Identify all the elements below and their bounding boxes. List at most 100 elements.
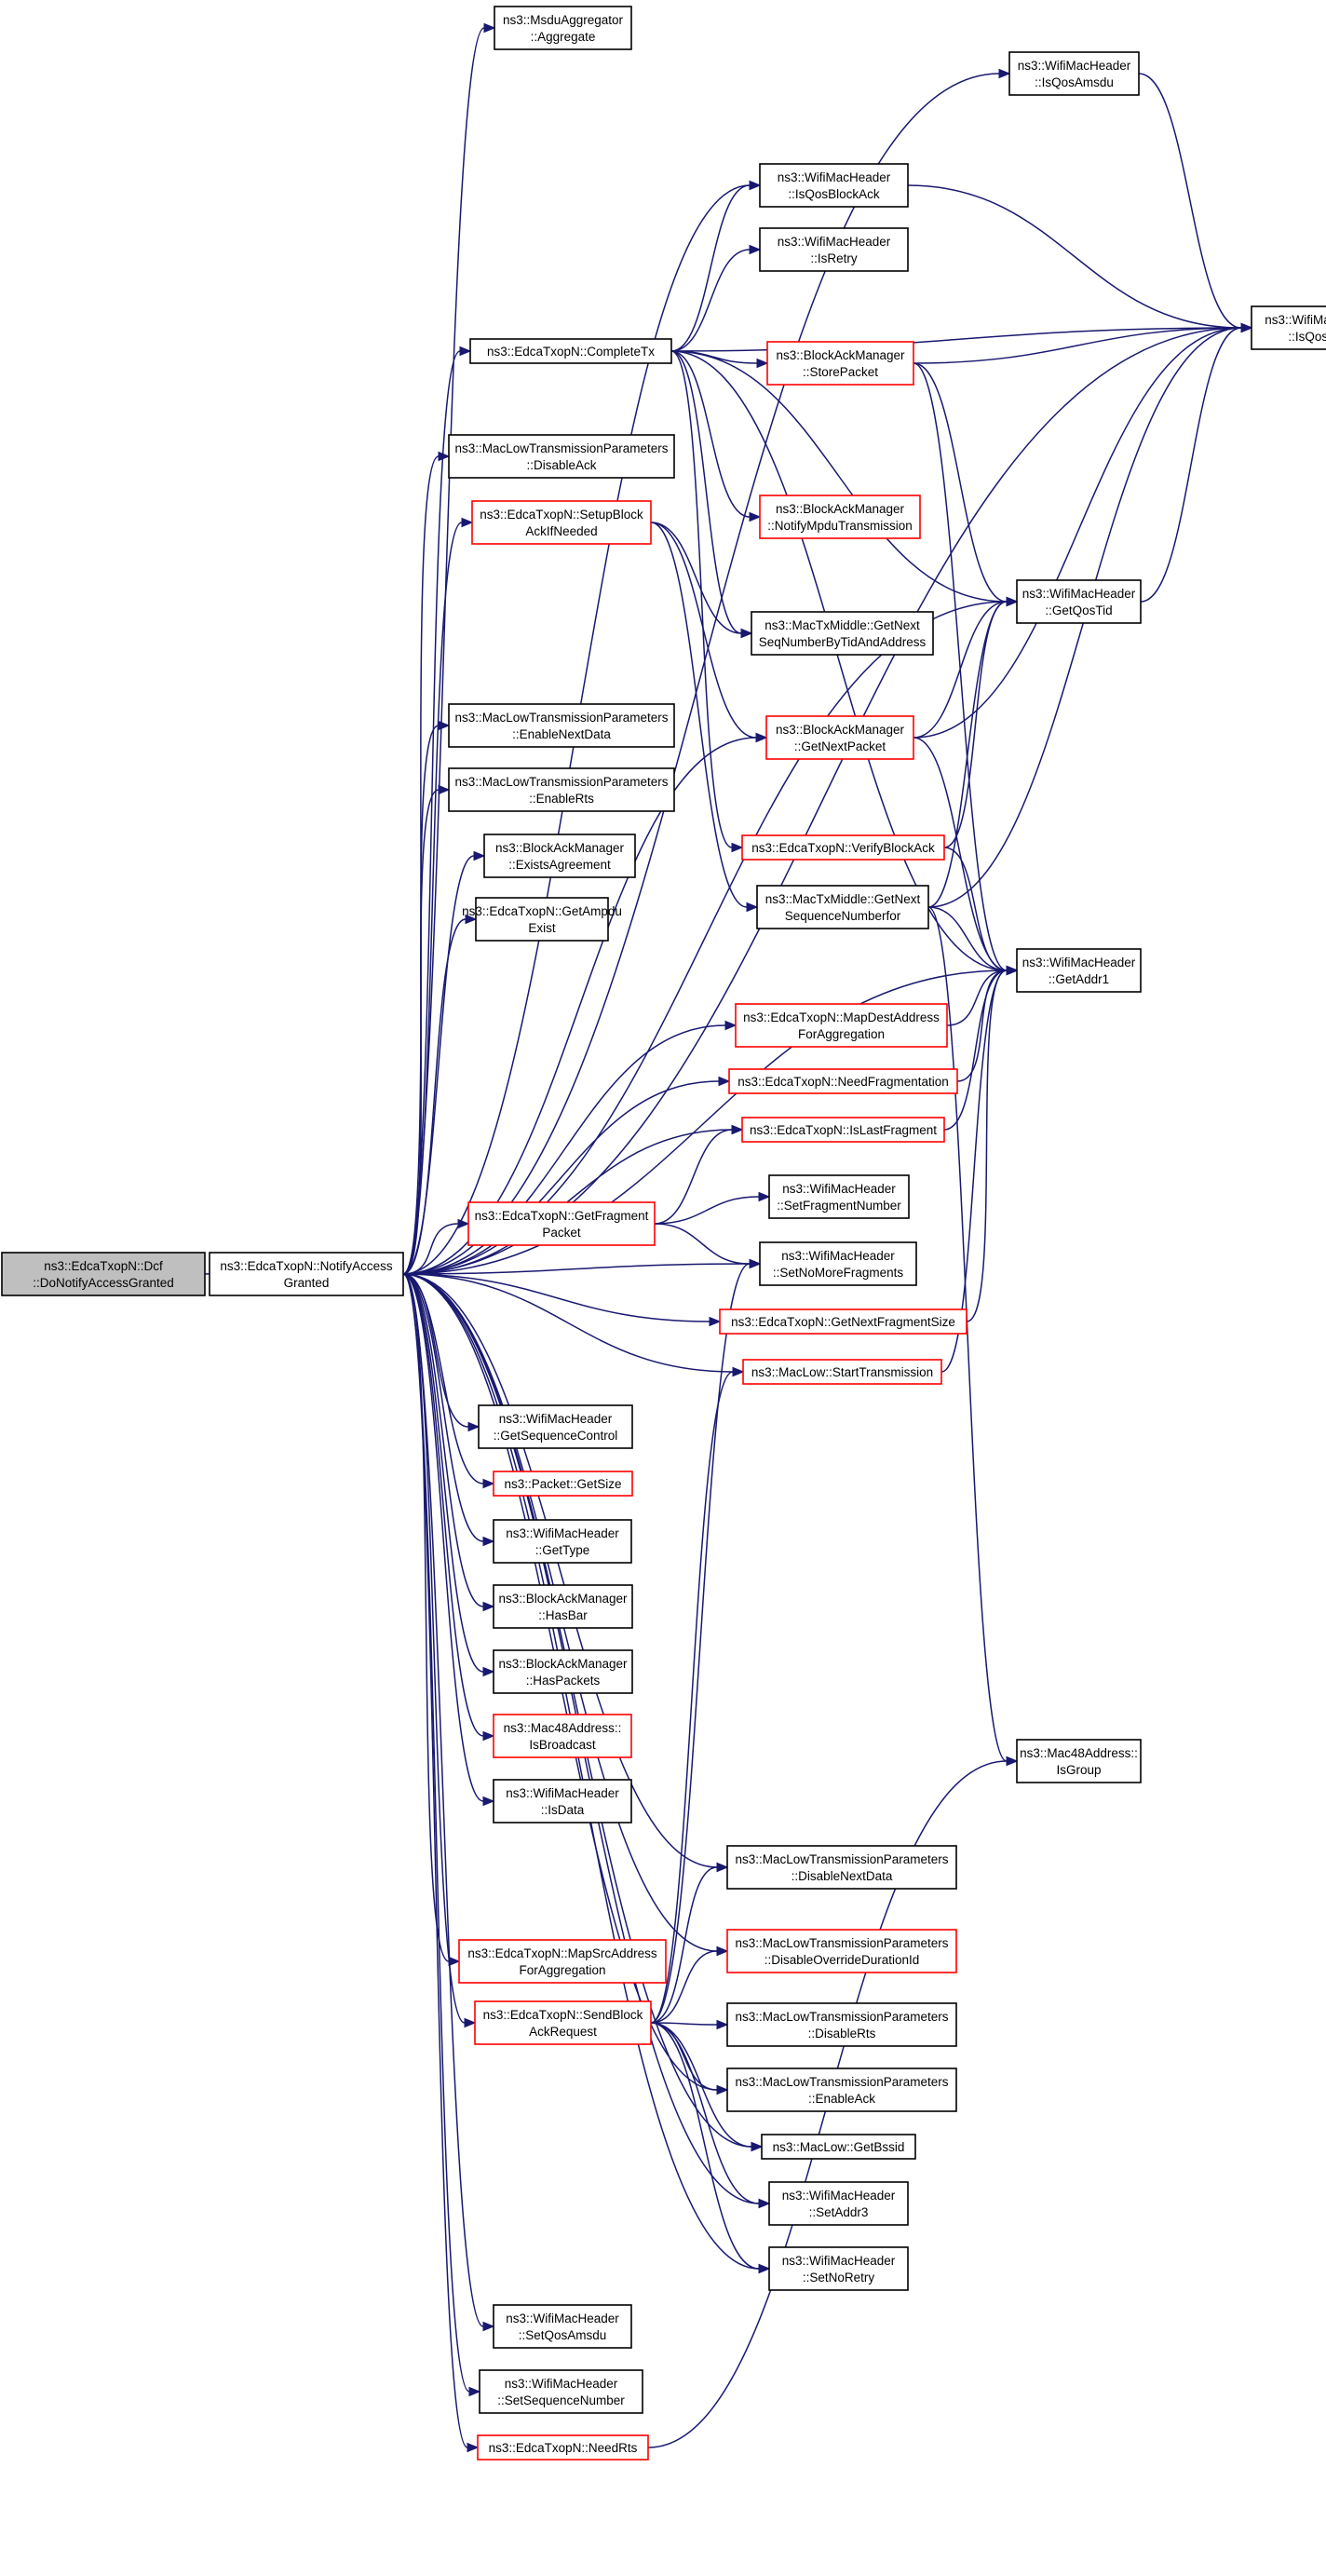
node-enableack[interactable]: ns3::MacLowTransmissionParameters::Enabl… <box>726 2068 957 2112</box>
node-disablerts[interactable]: ns3::MacLowTransmissionParameters::Disab… <box>726 2002 957 2047</box>
edge-notify-isbroadcast <box>402 1273 495 1742</box>
node-setaddr3[interactable]: ns3::WifiMacHeader::SetAddr3 <box>768 2181 909 2226</box>
node-getnextseqfor[interactable]: ns3::MacTxMiddle::GetNextSequenceNumberf… <box>756 885 929 929</box>
node-islastfrag[interactable]: ns3::EdcaTxopN::IsLastFragment <box>741 1117 945 1143</box>
node-mapdest[interactable]: ns3::EdcaTxopN::MapDestAddressForAggrega… <box>735 1003 948 1048</box>
edge-completetx-isqosblockack <box>670 180 762 352</box>
node-existsagreement[interactable]: ns3::BlockAckManager::ExistsAgreement <box>483 834 636 878</box>
node-box <box>759 227 909 272</box>
node-label: ::DisableOverrideDurationId <box>764 1953 920 1967</box>
node-isretry[interactable]: ns3::WifiMacHeader::IsRetry <box>759 227 909 272</box>
node-label: ns3::MacLow::StartTransmission <box>751 1365 933 1379</box>
node-box <box>1016 579 1142 624</box>
node-label: ns3::WifiMacHeader <box>781 1249 895 1263</box>
node-haspackets[interactable]: ns3::BlockAckManager::HasPackets <box>493 1649 633 1694</box>
node-label: ns3::EdcaTxopN::SetupBlock <box>480 508 643 522</box>
node-setqosamsdu[interactable]: ns3::WifiMacHeader::SetQosAmsdu <box>493 2304 632 2349</box>
node-setnoretry[interactable]: ns3::WifiMacHeader::SetNoRetry <box>768 2246 909 2291</box>
node-isqosdata[interactable]: ns3::WifiMacHeader::IsQosData <box>1251 305 1326 350</box>
node-box <box>448 703 675 748</box>
edge-completetx-getnextseqtid <box>670 350 753 639</box>
node-enablenextdata[interactable]: ns3::MacLowTransmissionParameters::Enabl… <box>448 703 675 748</box>
node-label: ns3::BlockAckManager <box>495 841 625 855</box>
node-getqostid[interactable]: ns3::WifiMacHeader::GetQosTid <box>1016 579 1142 624</box>
node-isgroup[interactable]: ns3::Mac48Address::IsGroup <box>1016 1739 1142 1783</box>
node-disablenextdata[interactable]: ns3::MacLowTransmissionParameters::Disab… <box>726 1845 957 1890</box>
node-enablerts[interactable]: ns3::MacLowTransmissionParameters::Enabl… <box>448 767 675 812</box>
node-getnextseqtid[interactable]: ns3::MacTxMiddle::GetNextSeqNumberByTidA… <box>751 611 934 656</box>
node-getsize[interactable]: ns3::Packet::GetSize <box>493 1471 633 1497</box>
node-root[interactable]: ns3::EdcaTxopN::Dcf::DoNotifyAccessGrant… <box>1 1252 206 1296</box>
edge-notify-needrts <box>402 1273 480 2453</box>
node-label: ForAggregation <box>798 1027 885 1041</box>
node-label: ns3::MacTxMiddle::GetNext <box>764 618 920 632</box>
edge-completetx-isretry <box>670 244 762 352</box>
node-completetx[interactable]: ns3::EdcaTxopN::CompleteTx <box>469 338 672 364</box>
node-label: ns3::EdcaTxopN::MapDestAddress <box>743 1010 940 1024</box>
node-label: ns3::WifiMacHeader <box>1018 59 1131 73</box>
node-label: ::IsQosData <box>1288 330 1326 344</box>
node-label: ns3::MacLowTransmissionParameters <box>735 1936 948 1950</box>
node-verifyblockack[interactable]: ns3::EdcaTxopN::VerifyBlockAck <box>741 834 945 861</box>
edge-completetx-notifympdu <box>670 350 762 522</box>
edge-getnextfragsize-getaddr1 <box>966 965 1019 1322</box>
node-isdata[interactable]: ns3::WifiMacHeader::IsData <box>493 1779 632 1824</box>
node-hasbar[interactable]: ns3::BlockAckManager::HasBar <box>493 1584 633 1629</box>
edge-notify-setupblockack <box>402 517 474 1275</box>
node-label: ::ExistsAgreement <box>508 858 611 872</box>
node-getseqctrl[interactable]: ns3::WifiMacHeader::GetSequenceControl <box>478 1404 633 1449</box>
node-label: ns3::EdcaTxopN::NotifyAccess <box>220 1259 393 1273</box>
node-setfragnum[interactable]: ns3::WifiMacHeader::SetFragmentNumber <box>768 1174 910 1219</box>
node-label: Exist <box>528 921 556 935</box>
node-box <box>477 2434 649 2461</box>
node-needrts[interactable]: ns3::EdcaTxopN::NeedRts <box>477 2434 649 2461</box>
edge-notify-disableack <box>402 451 451 1275</box>
node-label: ns3::MacLowTransmissionParameters <box>454 711 668 725</box>
node-disableoverride[interactable]: ns3::MacLowTransmissionParameters::Disab… <box>726 1929 957 1973</box>
node-isbroadcast[interactable]: ns3::Mac48Address::IsBroadcast <box>493 1714 632 1758</box>
node-label: ::EnableAck <box>808 2092 875 2106</box>
node-label: ::DisableRts <box>808 2027 876 2040</box>
node-aggregate[interactable]: ns3::MsduAggregator::Aggregate <box>494 6 632 50</box>
node-gettype[interactable]: ns3::WifiMacHeader::GetType <box>493 1519 632 1564</box>
node-getnextpacket[interactable]: ns3::BlockAckManager::GetNextPacket <box>765 715 914 760</box>
node-needfrag[interactable]: ns3::EdcaTxopN::NeedFragmentation <box>728 1068 958 1094</box>
node-getaddr1[interactable]: ns3::WifiMacHeader::GetAddr1 <box>1016 948 1142 993</box>
node-box <box>493 1584 633 1629</box>
node-box <box>474 2000 652 2045</box>
node-mapsrc[interactable]: ns3::EdcaTxopN::MapSrcAddressForAggregat… <box>458 1939 667 1984</box>
node-box <box>475 897 609 942</box>
node-storepacket[interactable]: ns3::BlockAckManager::StorePacket <box>766 341 914 386</box>
node-isqosamsdu[interactable]: ns3::WifiMacHeader::IsQosAmsdu <box>1008 51 1140 96</box>
node-getbssid[interactable]: ns3::MacLow::GetBssid <box>761 2134 916 2160</box>
node-label: Packet <box>542 1226 581 1240</box>
node-setseqnum[interactable]: ns3::WifiMacHeader::SetSequenceNumber <box>479 2369 643 2414</box>
node-getnextfragsize[interactable]: ns3::EdcaTxopN::GetNextFragmentSize <box>719 1308 967 1335</box>
node-isqosblockack[interactable]: ns3::WifiMacHeader::IsQosBlockAck <box>759 163 909 208</box>
node-starttx[interactable]: ns3::MacLow::StartTransmission <box>742 1359 942 1385</box>
node-box <box>493 2304 632 2349</box>
node-setnomorefrag[interactable]: ns3::WifiMacHeader::SetNoMoreFragments <box>759 1241 917 1286</box>
node-label: ::DisableNextData <box>792 1869 893 1883</box>
node-notifympdu[interactable]: ns3::BlockAckManager::NotifyMpduTransmis… <box>759 495 921 539</box>
node-label: ForAggregation <box>519 1963 605 1977</box>
edge-sendbar-disableoverride <box>650 1946 729 2024</box>
node-box <box>479 2369 643 2414</box>
edge-notify-haspackets <box>402 1273 495 1677</box>
node-label: ns3::WifiMacHeader <box>506 1526 619 1540</box>
edge-sendbar-setnoretry <box>650 2022 771 2274</box>
node-label: ns3::Packet::GetSize <box>504 1477 621 1491</box>
node-label: ::SetSequenceNumber <box>497 2393 625 2407</box>
node-label: ns3::BlockAckManager <box>776 348 905 362</box>
node-label: ::SetAddr3 <box>809 2205 869 2219</box>
node-box <box>766 341 914 386</box>
node-label: ns3::EdcaTxopN::NeedRts <box>489 2441 638 2455</box>
node-notify[interactable]: ns3::EdcaTxopN::NotifyAccessGranted <box>209 1252 404 1296</box>
node-label: ns3::WifiMacHeader <box>506 1786 619 1800</box>
node-disableack[interactable]: ns3::MacLowTransmissionParameters::Disab… <box>448 434 675 479</box>
node-label: ns3::EdcaTxopN::GetAmpdu <box>462 904 622 918</box>
